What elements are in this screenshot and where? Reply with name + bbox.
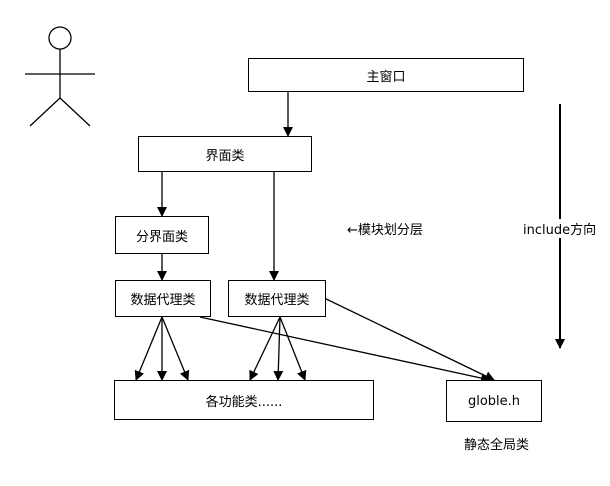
arrow-proxy-left-to-func-1 (134, 316, 163, 381)
main-window-label: 主窗口 (366, 69, 406, 85)
arrow-proxy-left-to-func-3 (161, 316, 190, 381)
stick-figure-icon (25, 26, 95, 127)
arrow-proxy-right-to-func-3 (279, 316, 307, 381)
globle-h-label: globle.h (467, 393, 521, 409)
data-proxy-right-box: 数据代理类 (228, 280, 326, 317)
function-classes-label: 各功能类...... (205, 394, 283, 410)
arrow-proxy-right-to-func-2 (273, 316, 284, 381)
main-window-box: 主窗口 (248, 58, 524, 92)
data-proxy-left-label: 数据代理类 (130, 293, 196, 308)
function-classes-box: 各功能类...... (114, 380, 374, 420)
arrow-proxy-left-to-globle (199, 316, 491, 383)
module-layering-label: ←模块划分层 (347, 223, 423, 238)
data-proxy-left-box: 数据代理类 (115, 280, 211, 317)
static-global-class-label: 静态全局类 (464, 438, 530, 453)
data-proxy-right-label: 数据代理类 (244, 293, 310, 308)
arrow-proxy-right-to-func-1 (249, 316, 281, 381)
arrow-proxy-right-to-globle (321, 296, 495, 381)
sub-interface-class-box: 分界面类 (115, 216, 209, 254)
sub-interface-class-label: 分界面类 (135, 229, 188, 245)
interface-class-label: 界面类 (205, 148, 245, 164)
include-direction-label: include方向 (523, 219, 597, 238)
interface-class-box: 界面类 (138, 136, 312, 172)
globle-h-box: globle.h (446, 380, 542, 422)
